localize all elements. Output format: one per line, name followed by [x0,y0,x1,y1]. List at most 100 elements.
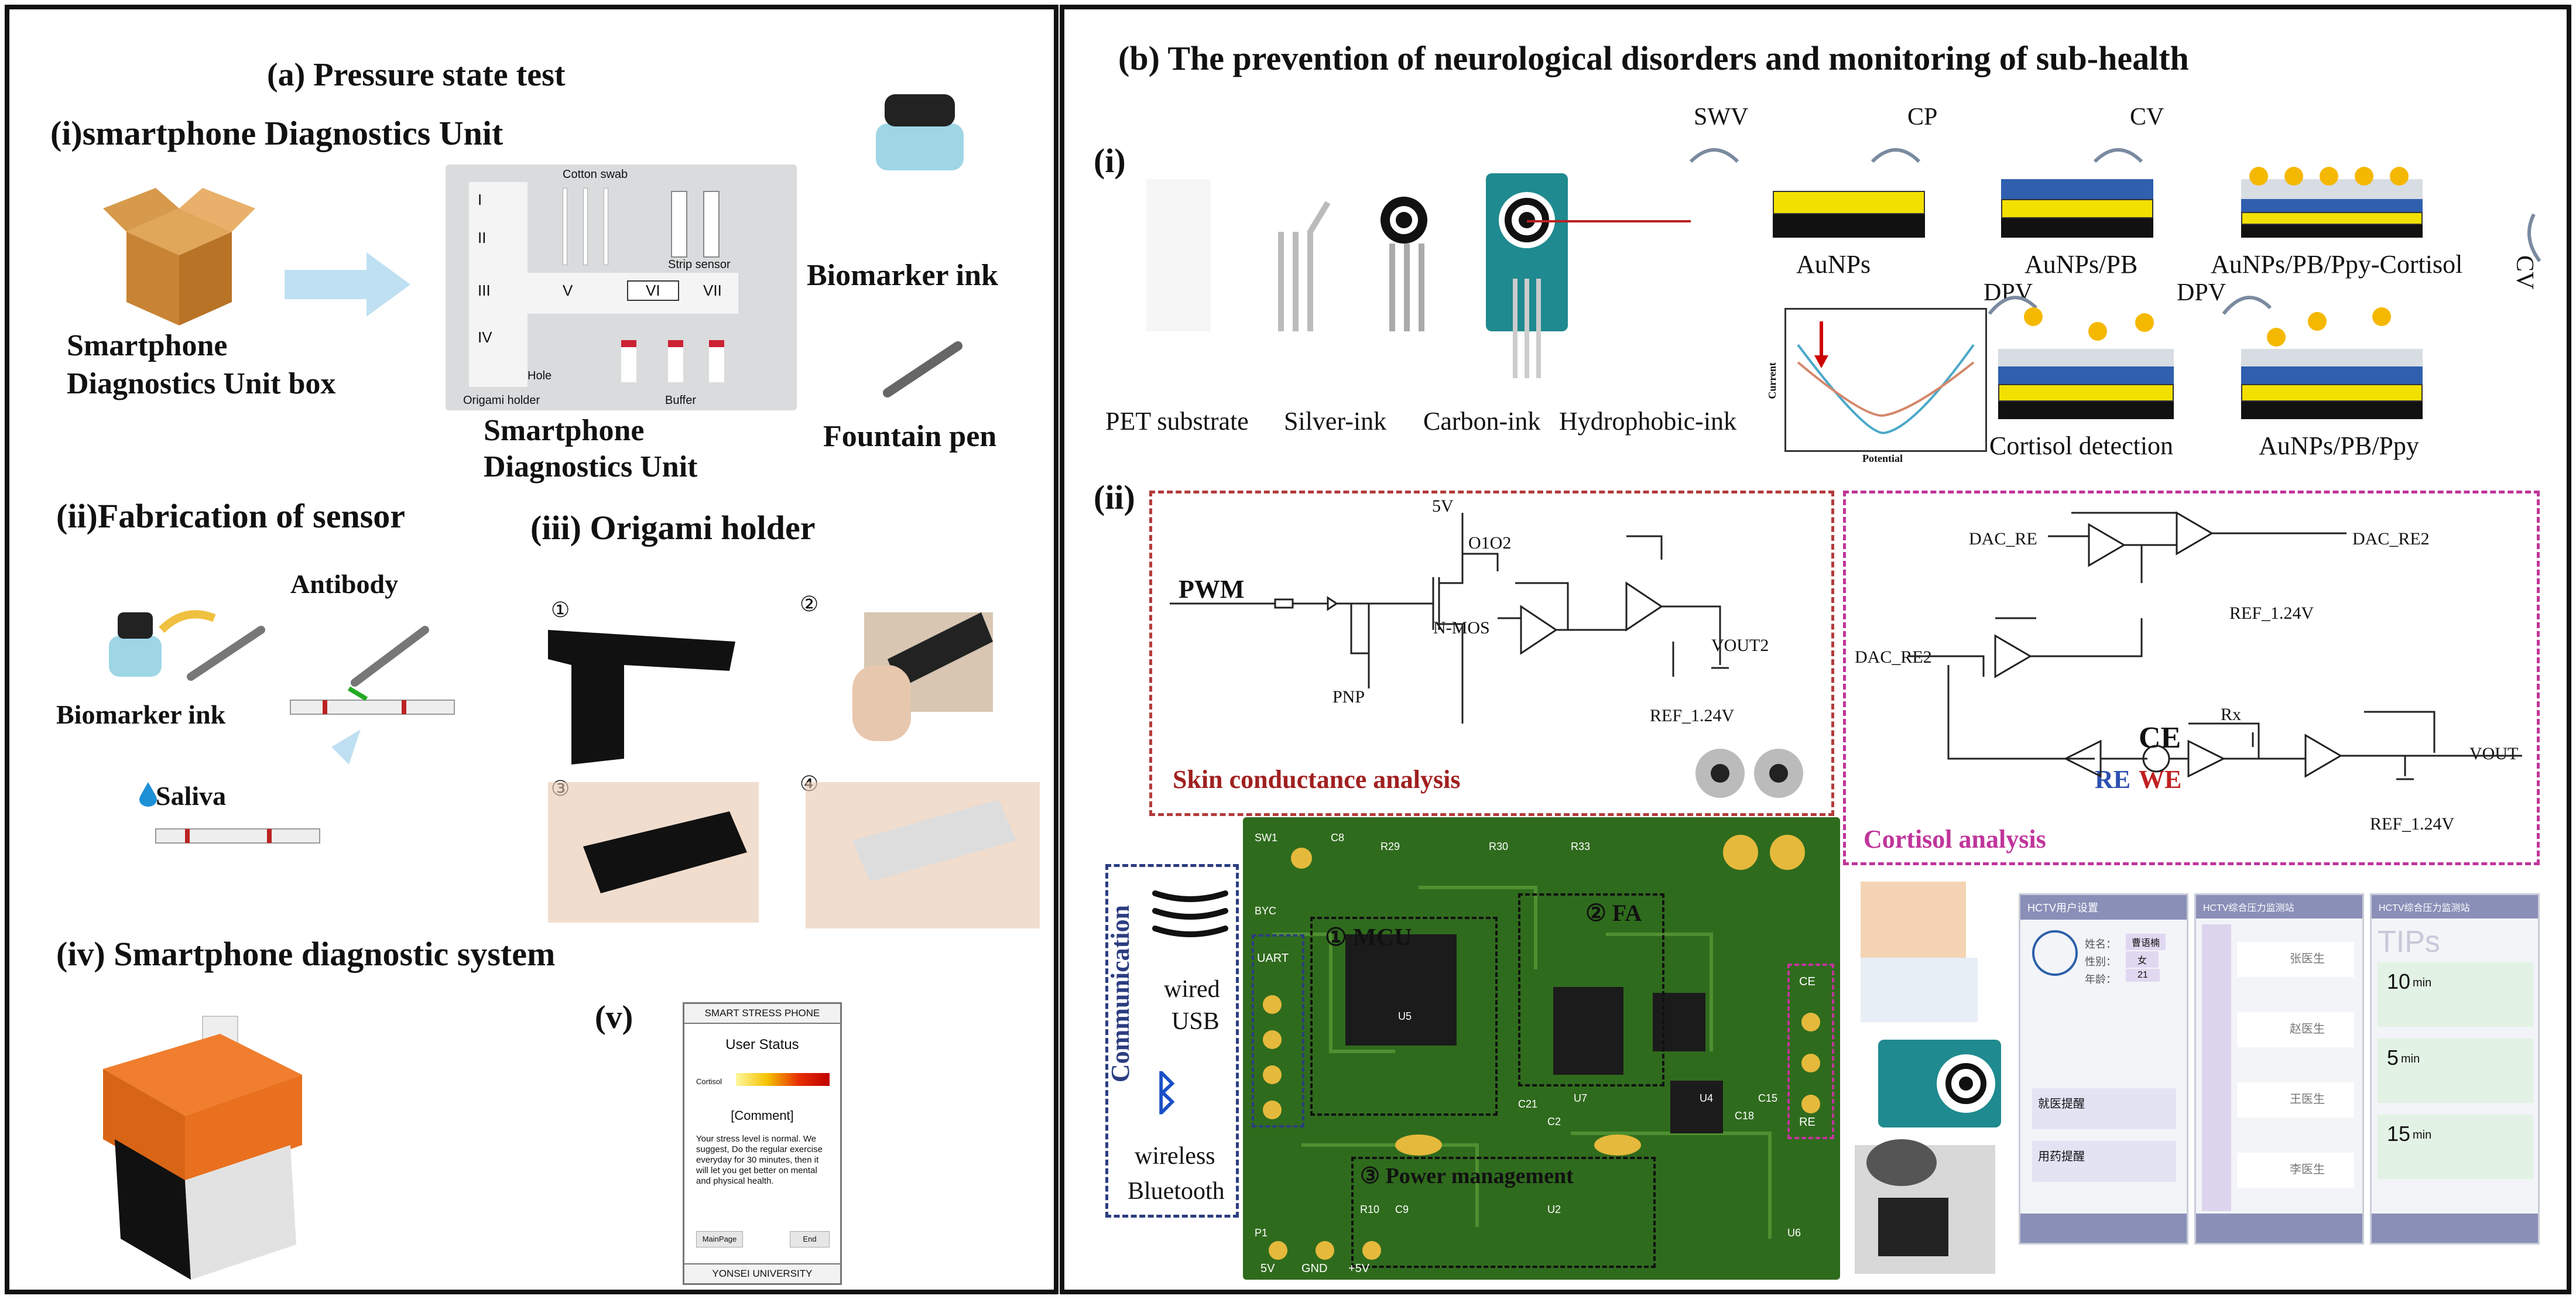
tip-1-unit: min [2413,976,2432,989]
cortisol-particles [2249,167,2409,186]
app-screen-2-title: HCTV综合压力监测站 [2196,895,2362,918]
pcb-silk-u5: U5 [1398,1010,1412,1022]
fountain-pen-label: Fountain pen [823,420,997,453]
tip-1-time: 10 [2387,969,2411,993]
biomarker-ink-label-2: Biomarker ink [56,700,226,729]
cortisol-caption: Cortisol analysis [1864,825,2046,854]
app-1-navbar [2020,1214,2187,1243]
hole-label: Hole [527,369,552,382]
right-arrow-icon [285,252,410,317]
uart-label: UART [1257,952,1289,965]
panel-b-title: (b) The prevention of neurological disor… [1118,39,2189,77]
graph-ylabel: Current [1766,362,1778,399]
smartphone-device-drawing [103,1016,302,1280]
swv-label: SWV [1694,104,1749,131]
vout-label: VOUT [2469,744,2519,763]
ce-re-region [1787,964,1834,1139]
strip-1 [671,191,687,258]
connector-line [1527,220,1691,222]
aunps-pb-ppy-label: AuNPs/PB/Ppy [2259,431,2419,460]
dac-re-label: DAC_RE [1969,529,2037,549]
doctor-sidebar [2202,924,2231,1211]
bluetooth-icon: ᛒ [1152,1067,1180,1119]
app-screen-profile: HCTV用户设置 姓名： 曹语楠 性别： 女 年龄： 21 就医提醒 用药提醒 [2019,893,2188,1245]
pcb-traces [1263,835,1820,1260]
skin-ref-label: REF_1.24V [1650,706,1735,725]
biomarker-ink-label: Biomarker ink [807,259,998,292]
pcb-silk-c9: C9 [1395,1204,1409,1215]
profile-gender-value: 女 [2126,951,2159,968]
panel-a-title: (a) Pressure state test [267,57,566,93]
communication-box [1105,864,1239,1218]
main-page-button[interactable]: MainPage [696,1231,743,1247]
comment-message: Your stress level is normal. We suggest,… [696,1134,823,1186]
buffer-label: Buffer [665,394,696,407]
roman-vii: VII [703,282,722,299]
tips-heading: TIPs [2378,925,2440,959]
panel-b: (b) The prevention of neurological disor… [1060,5,2571,1294]
dpv-label-2: DPV [2177,279,2226,306]
medication-reminder-button[interactable]: 用药提醒 [2032,1141,2176,1182]
end-button[interactable]: End [790,1231,830,1247]
pcb-silk-r10: R10 [1360,1204,1380,1215]
step-2-marker: ② [800,592,819,616]
doctor-3[interactable]: 王医生 [2237,1082,2354,1118]
silver-ink-label: Silver-ink [1284,407,1387,436]
ce-label: CE [2139,721,2181,755]
section-i-title: (i)smartphone Diagnostics Unit [50,114,503,152]
pcb-board: ① MCU ② FA ③ Power management UART CE RE… [1243,817,1840,1280]
profile-age-label: 年龄： [2085,974,2116,985]
unit-label-line1: Smartphone [484,414,645,447]
doctor-4[interactable]: 李医生 [2237,1153,2354,1188]
fa-region [1518,893,1664,1087]
v5-label: 5V [1432,496,1454,516]
app-screen-3-title: HCTV综合压力监测站 [2372,895,2538,918]
step-1-marker: ① [551,598,570,622]
cotton-swab-label: Cotton swab [563,168,628,181]
pcb-gnd-label: GND [1301,1262,1328,1275]
medical-reminder-button[interactable]: 就医提醒 [2032,1088,2176,1129]
cortisol-gradient-bar [736,1073,830,1086]
profile-name-label: 姓名： [2085,938,2116,950]
communication-title: Communication [1106,905,1135,1083]
aunps-pb-ppy-stack [2241,349,2423,419]
pcb-silk-u6: U6 [1787,1227,1801,1239]
strip-sensor-label: Strip sensor [668,258,731,271]
tip-card-1[interactable]: 10 min [2378,962,2533,1027]
app-2-navbar [2196,1214,2362,1243]
doctor-1[interactable]: 张医生 [2237,942,2354,977]
cv-label-2: CV [2511,255,2538,290]
power-label: ③ Power management [1360,1164,1574,1188]
nmos-label: N-MOS [1433,618,1490,637]
pcb-5v-label: 5V [1260,1262,1275,1275]
box-label-line2: Diagnostics Unit box [67,367,336,400]
cortisol-detection-label: Cortisol detection [1989,431,2174,460]
dpv-curves [1797,321,1975,434]
doctor-2[interactable]: 赵医生 [2237,1012,2354,1047]
tip-3-unit: min [2413,1129,2432,1142]
swab-3 [604,188,608,265]
fabrication-drawing [109,610,455,844]
o1o2-label: O1O2 [1468,533,1512,553]
box-label-line1: Smartphone [67,329,228,362]
pcb-silk-u2: U2 [1547,1204,1561,1215]
tip-2-unit: min [2401,1053,2420,1065]
origami-holder-label: Origami holder [463,394,540,407]
tip-card-2[interactable]: 5 min [2378,1038,2533,1103]
tip-card-3[interactable]: 15 min [2378,1115,2533,1179]
pcb-silk-c15: C15 [1758,1092,1778,1104]
cortisol-analysis-box [1843,491,2540,865]
swab-1 [563,188,567,265]
origami-steps-drawing [548,612,1040,928]
buffer-bottle-1 [621,340,636,382]
roman-i: I [478,191,482,208]
section-iv-title: (iv) Smartphone diagnostic system [56,935,556,973]
pwm-label: PWM [1179,575,1245,604]
cardboard-box-icon [103,188,255,325]
mcu-region [1310,917,1498,1116]
section-iii-title: (iii) Origami holder [530,509,816,547]
roman-vi: VI [627,280,679,301]
unit-label-line2: Diagnostics Unit [484,450,698,484]
cp-label: CP [1907,104,1938,131]
buffer-bottle-3 [709,340,724,382]
